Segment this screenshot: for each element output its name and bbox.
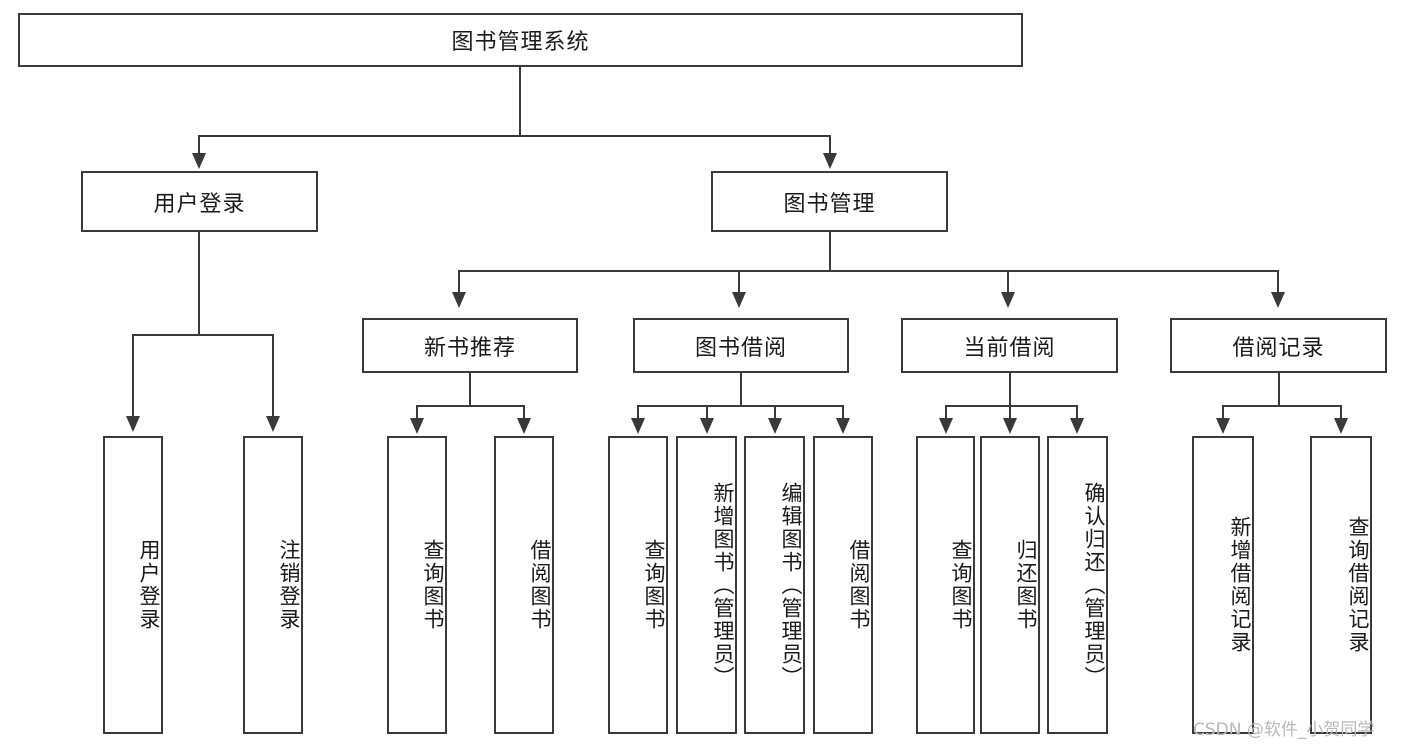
arrow-book-borrow-leaf-4 xyxy=(836,418,850,434)
arrow-root-to-book-mgmt xyxy=(823,153,837,169)
leaf-user-login-2-label: 注销登录 xyxy=(277,539,301,631)
leaf-book-borrow-3-label: 编辑图书（管理员） xyxy=(779,481,803,689)
edge-book-mgmt-drop-4 xyxy=(1277,270,1279,294)
node-book-management-label: 图书管理 xyxy=(783,191,876,217)
edge-root-bus xyxy=(198,135,831,137)
leaf-user-login-1-label: 用户登录 xyxy=(137,539,161,631)
edge-current-borrow-drop-1 xyxy=(945,405,947,420)
leaf-new-book-1-label: 查询图书 xyxy=(421,539,445,631)
leaf-book-borrow-1[interactable]: 查询图书 xyxy=(608,436,668,734)
node-book-borrow[interactable]: 图书借阅 xyxy=(633,318,849,373)
leaf-new-book-2[interactable]: 借阅图书 xyxy=(494,436,554,734)
arrow-book-borrow-leaf-2 xyxy=(700,418,714,434)
edge-book-borrow-bus xyxy=(637,405,843,407)
edge-new-book-drop-2 xyxy=(523,405,525,420)
node-borrow-records[interactable]: 借阅记录 xyxy=(1170,318,1387,373)
arrow-book-mgmt-child-3 xyxy=(1001,292,1015,308)
leaf-current-borrow-2[interactable]: 归还图书 xyxy=(980,436,1040,734)
edge-book-mgmt-drop-3 xyxy=(1007,270,1009,294)
leaf-book-borrow-3[interactable]: 编辑图书（管理员） xyxy=(744,436,805,734)
arrow-current-borrow-leaf-3 xyxy=(1070,418,1084,434)
leaf-borrow-records-2[interactable]: 查询借阅记录 xyxy=(1310,436,1372,734)
node-new-book-recommend[interactable]: 新书推荐 xyxy=(362,318,578,373)
leaf-current-borrow-1[interactable]: 查询图书 xyxy=(916,436,975,734)
leaf-new-book-1[interactable]: 查询图书 xyxy=(387,436,447,734)
edge-book-mgmt-drop-2 xyxy=(738,270,740,294)
arrow-borrow-records-leaf-2 xyxy=(1334,418,1348,434)
edge-book-mgmt-drop-1 xyxy=(458,270,460,294)
leaf-current-borrow-3[interactable]: 确认归还（管理员） xyxy=(1047,436,1108,734)
arrow-current-borrow-leaf-1 xyxy=(939,418,953,434)
leaf-current-borrow-2-label: 归还图书 xyxy=(1014,539,1038,631)
arrow-user-login-leaf-2 xyxy=(266,416,280,432)
edge-new-book-bus xyxy=(416,405,524,407)
arrow-user-login-leaf-1 xyxy=(126,416,140,432)
edge-root-stem xyxy=(519,67,521,136)
watermark: CSDN @软件_小贺同学 xyxy=(1193,720,1375,740)
leaf-book-borrow-2-label: 新增图书（管理员） xyxy=(711,481,735,689)
edge-book-borrow-stem xyxy=(740,373,742,407)
edge-current-borrow-bus xyxy=(945,405,1078,407)
edge-borrow-records-drop-1 xyxy=(1222,405,1224,420)
edge-borrow-records-bus xyxy=(1222,405,1342,407)
arrow-book-borrow-leaf-1 xyxy=(631,418,645,434)
edge-book-borrow-drop-2 xyxy=(706,405,708,420)
leaf-current-borrow-3-label: 确认归还（管理员） xyxy=(1082,481,1106,689)
arrow-book-mgmt-child-1 xyxy=(452,292,466,308)
edge-user-login-stem xyxy=(198,232,200,335)
node-current-borrow-label: 当前借阅 xyxy=(963,335,1056,361)
arrow-book-mgmt-child-4 xyxy=(1271,292,1285,308)
edge-user-login-drop-2 xyxy=(272,334,274,418)
edge-current-borrow-drop-2 xyxy=(1009,405,1011,420)
node-new-book-recommend-label: 新书推荐 xyxy=(423,335,516,361)
edge-book-mgmt-bus xyxy=(458,270,1279,272)
node-user-login-label: 用户登录 xyxy=(153,191,246,217)
edge-user-login-drop-1 xyxy=(132,334,134,418)
edge-book-borrow-drop-4 xyxy=(842,405,844,420)
node-book-borrow-label: 图书借阅 xyxy=(694,335,787,361)
edge-root-to-book-mgmt xyxy=(829,135,831,157)
leaf-borrow-records-1[interactable]: 新增借阅记录 xyxy=(1192,436,1254,734)
arrow-book-borrow-leaf-3 xyxy=(768,418,782,434)
node-root[interactable]: 图书管理系统 xyxy=(18,13,1023,67)
node-user-login[interactable]: 用户登录 xyxy=(81,171,318,232)
node-book-management[interactable]: 图书管理 xyxy=(711,171,948,232)
leaf-current-borrow-1-label: 查询图书 xyxy=(949,539,973,631)
leaf-book-borrow-4-label: 借阅图书 xyxy=(847,539,871,631)
edge-new-book-stem xyxy=(469,373,471,407)
arrow-borrow-records-leaf-1 xyxy=(1216,418,1230,434)
node-root-label: 图书管理系统 xyxy=(451,30,590,55)
leaf-borrow-records-2-label: 查询借阅记录 xyxy=(1346,516,1370,654)
edge-borrow-records-drop-2 xyxy=(1340,405,1342,420)
node-current-borrow[interactable]: 当前借阅 xyxy=(901,318,1118,373)
leaf-book-borrow-1-label: 查询图书 xyxy=(642,539,666,631)
arrow-new-book-leaf-1 xyxy=(410,418,424,434)
leaf-borrow-records-1-label: 新增借阅记录 xyxy=(1228,516,1252,654)
edge-book-mgmt-stem xyxy=(829,232,831,272)
arrow-current-borrow-leaf-2 xyxy=(1003,418,1017,434)
edge-user-login-bus xyxy=(132,334,273,336)
leaf-book-borrow-2[interactable]: 新增图书（管理员） xyxy=(676,436,737,734)
edge-book-borrow-drop-3 xyxy=(774,405,776,420)
leaf-book-borrow-4[interactable]: 借阅图书 xyxy=(813,436,873,734)
edge-current-borrow-stem xyxy=(1009,373,1011,407)
leaf-user-login-1[interactable]: 用户登录 xyxy=(103,436,163,734)
leaf-user-login-2[interactable]: 注销登录 xyxy=(243,436,303,734)
arrow-book-mgmt-child-2 xyxy=(732,292,746,308)
arrow-root-to-user-login xyxy=(192,153,206,169)
edge-current-borrow-drop-3 xyxy=(1076,405,1078,420)
edge-borrow-records-stem xyxy=(1278,373,1280,407)
edge-book-borrow-drop-1 xyxy=(637,405,639,420)
edge-root-to-user-login xyxy=(198,135,200,157)
arrow-new-book-leaf-2 xyxy=(517,418,531,434)
edge-new-book-drop-1 xyxy=(416,405,418,420)
node-borrow-records-label: 借阅记录 xyxy=(1232,335,1325,361)
leaf-new-book-2-label: 借阅图书 xyxy=(528,539,552,631)
